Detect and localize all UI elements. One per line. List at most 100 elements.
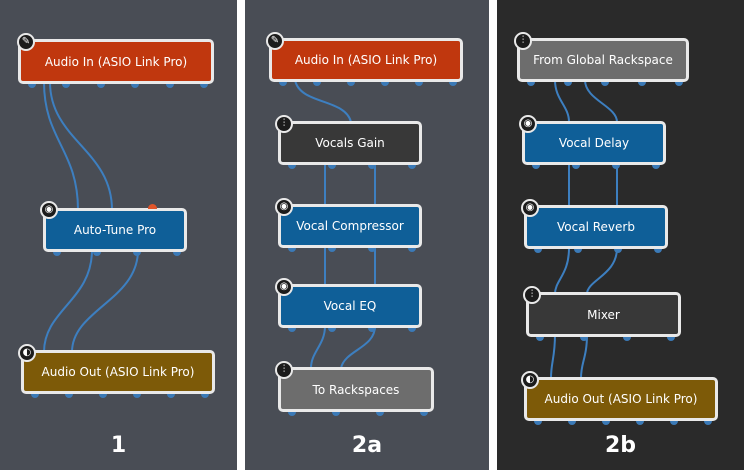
output-port[interactable]: [131, 84, 140, 88]
panel-2b: From Global Rackspace ⫶ Vocal Delay ◉ Vo…: [497, 0, 744, 470]
output-port[interactable]: [564, 82, 572, 86]
output-port[interactable]: [167, 394, 175, 398]
output-port[interactable]: [568, 421, 576, 425]
output-port[interactable]: [420, 412, 428, 416]
output-port[interactable]: [652, 165, 660, 169]
output-port[interactable]: [368, 248, 376, 252]
plugin-knob-icon: ◉: [521, 199, 539, 217]
node-label: Audio In (ASIO Link Pro): [294, 53, 438, 67]
node-label: To Rackspaces: [312, 382, 400, 397]
output-port[interactable]: [623, 337, 632, 341]
output-port[interactable]: [368, 165, 376, 169]
output-port[interactable]: [288, 248, 296, 252]
output-port[interactable]: [612, 165, 620, 169]
auto-tune-node[interactable]: Auto-Tune Pro: [43, 208, 187, 256]
output-port[interactable]: [288, 412, 296, 416]
to-rackspaces-node[interactable]: To Rackspaces: [278, 367, 434, 416]
audio-out-node[interactable]: Audio Out (ASIO Link Pro): [21, 350, 215, 398]
node-label: Vocals Gain: [315, 136, 385, 150]
output-port[interactable]: [200, 84, 208, 88]
from-global-rackspace-node[interactable]: From Global Rackspace: [517, 38, 689, 86]
speaker-icon: ◐: [18, 344, 36, 362]
output-port[interactable]: [667, 337, 675, 341]
plugin-knob-icon: ◉: [519, 115, 537, 133]
output-port[interactable]: [408, 248, 416, 252]
output-port[interactable]: [133, 394, 141, 398]
output-port[interactable]: [328, 328, 336, 332]
plugin-knob-icon: ◉: [40, 201, 58, 219]
plugin-knob-icon: ◉: [275, 198, 293, 216]
output-port[interactable]: [99, 394, 107, 398]
output-port[interactable]: [347, 82, 355, 86]
plugin-status-indicator: [148, 204, 157, 209]
output-port[interactable]: [527, 82, 535, 86]
node-label: Auto-Tune Pro: [73, 223, 157, 237]
output-port[interactable]: [670, 421, 678, 425]
output-port[interactable]: [532, 165, 540, 169]
mixer-node[interactable]: Mixer: [526, 292, 681, 341]
output-port[interactable]: [93, 252, 101, 256]
output-port[interactable]: [96, 84, 105, 88]
output-port[interactable]: [165, 84, 174, 88]
vocals-gain-node[interactable]: Vocals Gain: [278, 121, 422, 169]
output-port[interactable]: [201, 394, 209, 398]
microphone-icon: ✎: [266, 32, 284, 50]
output-port[interactable]: [65, 394, 73, 398]
output-port[interactable]: [574, 249, 582, 253]
node-label: Mixer: [587, 307, 620, 322]
output-port[interactable]: [28, 84, 36, 88]
node-label: Audio Out (ASIO Link Pro): [544, 392, 698, 406]
output-port[interactable]: [415, 82, 423, 86]
output-port[interactable]: [602, 421, 610, 425]
panel-2a: Audio In (ASIO Link Pro) ✎ Vocals Gain ⫶…: [245, 0, 489, 470]
output-port[interactable]: [408, 328, 416, 332]
output-port[interactable]: [288, 328, 296, 332]
output-port[interactable]: [536, 337, 544, 341]
output-port[interactable]: [31, 394, 39, 398]
output-port[interactable]: [704, 421, 712, 425]
output-port[interactable]: [381, 82, 389, 86]
vocal-reverb-node[interactable]: Vocal Reverb: [524, 205, 668, 253]
output-port[interactable]: [579, 337, 588, 341]
output-port[interactable]: [614, 249, 622, 253]
output-port[interactable]: [654, 249, 662, 253]
output-port[interactable]: [328, 165, 336, 169]
output-port[interactable]: [636, 421, 644, 425]
vocal-compressor-node[interactable]: Vocal Compressor: [278, 204, 422, 252]
node-label: Audio In (ASIO Link Pro): [44, 54, 188, 69]
vocal-delay-node[interactable]: Vocal Delay: [522, 121, 666, 169]
output-port[interactable]: [449, 82, 457, 86]
panel-label: 2b: [604, 433, 637, 458]
output-port[interactable]: [675, 82, 683, 86]
output-port[interactable]: [332, 412, 340, 416]
speaker-icon: ◐: [521, 371, 539, 389]
microphone-icon: ✎: [17, 33, 35, 51]
audio-out-node[interactable]: Audio Out (ASIO Link Pro): [524, 377, 718, 425]
node-label: Audio Out (ASIO Link Pro): [41, 365, 195, 379]
output-port[interactable]: [376, 412, 384, 416]
output-port[interactable]: [368, 328, 376, 332]
audio-in-node[interactable]: Audio In (ASIO Link Pro): [18, 39, 214, 88]
mixer-sliders-icon: ⫶: [514, 32, 532, 50]
audio-in-node[interactable]: Audio In (ASIO Link Pro): [269, 38, 463, 86]
output-port[interactable]: [53, 252, 61, 256]
node-label: From Global Rackspace: [533, 53, 673, 67]
plugin-knob-icon: ◉: [275, 278, 293, 296]
panel-label: 2a: [351, 433, 383, 458]
node-label: Vocal Compressor: [296, 219, 404, 233]
output-port[interactable]: [133, 252, 141, 256]
output-port[interactable]: [328, 248, 336, 252]
output-port[interactable]: [313, 82, 321, 86]
output-port[interactable]: [408, 165, 416, 169]
vocal-eq-node[interactable]: Vocal EQ: [278, 284, 422, 332]
output-port[interactable]: [534, 421, 542, 425]
output-port[interactable]: [62, 84, 71, 88]
output-port[interactable]: [534, 249, 542, 253]
output-port[interactable]: [173, 252, 181, 256]
output-port[interactable]: [638, 82, 646, 86]
output-port[interactable]: [279, 82, 287, 86]
mixer-sliders-icon: ⫶: [275, 361, 293, 379]
output-port[interactable]: [572, 165, 580, 169]
output-port[interactable]: [601, 82, 609, 86]
output-port[interactable]: [288, 165, 296, 169]
